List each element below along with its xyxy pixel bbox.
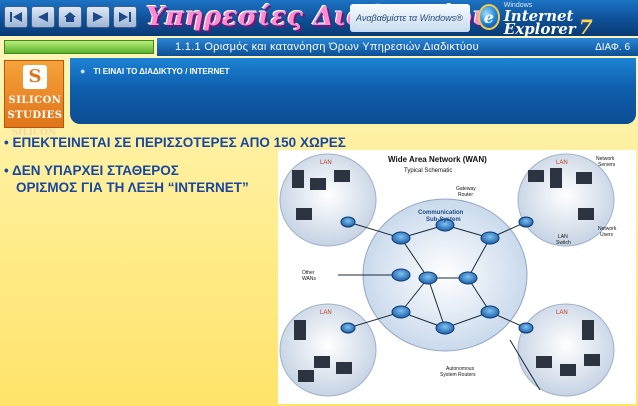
lan-label: LAN	[556, 160, 568, 166]
autonomous-label-2: System Routers	[440, 372, 476, 378]
gateway-label-1: Gateway	[456, 186, 476, 192]
autonomous-label-1: Autonomous	[446, 366, 475, 372]
home-button[interactable]	[58, 6, 82, 28]
last-slide-button[interactable]	[113, 6, 137, 28]
servers-label-1: Network	[596, 156, 615, 162]
other-wans-label-1: Other	[302, 270, 315, 276]
top-toolbar: Υπηρεσίες Διαδικτύου Αναβαθμίστε τα Wind…	[0, 0, 638, 37]
next-icon	[93, 12, 103, 22]
lan-label: LAN	[320, 160, 332, 166]
ie-version: 7	[578, 14, 593, 39]
other-wans-label-2: WANs	[302, 276, 316, 282]
bullet-item: • ΔΕΝ ΥΠΑΡΧΕΙ ΣΤΑΘΕΡΟΣ ΟΡΙΣΜΟΣ ΓΙΑ ΤΗ ΛΕ…	[4, 163, 249, 195]
home-icon	[64, 12, 76, 22]
ie-icon: e	[478, 4, 500, 30]
ie-name: Internet Explorer	[503, 6, 576, 38]
ie-small-label: Windows	[503, 1, 533, 9]
windows-banner: Αναβαθμίστε τα Windows®	[350, 4, 470, 32]
bullet-text: ΔΕΝ ΥΠΑΡΧΕΙ ΣΤΑΘΕΡΟΣ	[11, 163, 179, 178]
last-icon	[119, 12, 131, 22]
bullet-text: ΕΠΕΚΤΕΙΝΕΤΑΙ ΣΕ ΠΕΡΙΣΣΟΤΕΡΕΣ ΑΠΟ 150 ΧΩΡ…	[12, 135, 346, 150]
bullet-item: • ΕΠΕΚΤΕΙΝΕΤΑΙ ΣΕ ΠΕΡΙΣΣΟΤΕΡΕΣ ΑΠΟ 150 Χ…	[4, 135, 346, 150]
logo-line-2: STUDIES	[7, 110, 63, 121]
section-title: 1.1.1 Ορισμός και κατανόηση Όρων Υπηρεσι…	[175, 41, 479, 53]
core-label-1: Communication	[418, 210, 464, 216]
gateway-label-2: Router	[458, 192, 473, 198]
core-label-2: Sub-System	[426, 217, 461, 223]
users-label-2: Users	[600, 232, 614, 238]
servers-label-2: Servers	[598, 162, 616, 168]
first-icon	[10, 12, 22, 22]
next-slide-button[interactable]	[86, 6, 110, 28]
prev-slide-button[interactable]	[31, 6, 55, 28]
diagram-title: Wide Area Network (WAN)	[388, 155, 487, 164]
prev-icon	[38, 12, 48, 22]
logo-mark-icon: S	[23, 65, 47, 89]
slide-number: ΔΙΑΦ. 6	[595, 41, 630, 53]
diagram-subtitle: Typical Schematic	[404, 168, 452, 174]
lan-label: LAN	[320, 310, 332, 316]
switch-label-2: Switch	[556, 240, 571, 246]
switch-label-1: LAN	[558, 234, 568, 240]
bullet-dot-icon: ●	[80, 66, 86, 76]
silicon-studies-logo: S SILICON STUDIES	[4, 60, 64, 128]
content-header-panel: ● ΤΙ ΕΙΝΑΙ ΤΟ ΔΙΑΔΙΚΤΥΟ / INTERNET	[70, 58, 636, 124]
wan-diagram-image: Wide Area Network (WAN) Typical Schemati…	[279, 153, 617, 397]
wan-diagram: Wide Area Network (WAN) Typical Schemati…	[278, 150, 636, 404]
logo-line-1: SILICON	[8, 95, 62, 106]
logo-reflection: SILICON	[11, 128, 57, 138]
bullet-text-continued: ΟΡΙΣΜΟΣ ΓΙΑ ΤΗ ΛΕΞΗ “INTERNET”	[16, 180, 249, 195]
subtitle-bar: 1.1.1 Ορισμός και κατανόηση Όρων Υπηρεσι…	[157, 38, 638, 56]
first-slide-button[interactable]	[4, 6, 28, 28]
content-heading: ΤΙ ΕΙΝΑΙ ΤΟ ΔΙΑΔΙΚΤΥΟ / INTERNET	[93, 66, 230, 76]
green-accent-bar	[4, 40, 154, 54]
lan-label: LAN	[556, 310, 568, 316]
users-label-1: Network	[598, 226, 617, 232]
